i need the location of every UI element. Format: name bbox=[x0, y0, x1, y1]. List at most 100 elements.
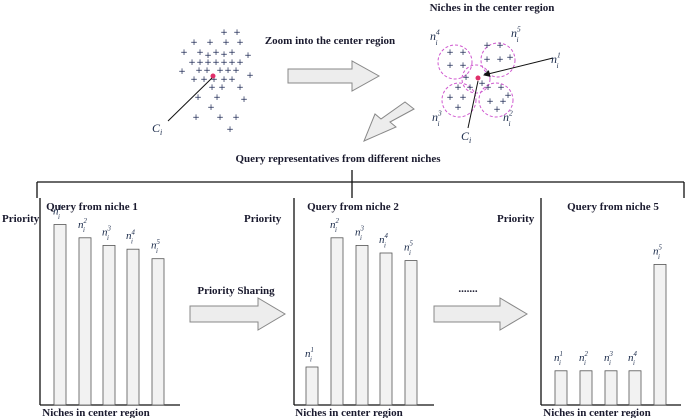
bracket bbox=[36, 170, 685, 198]
data-point: + bbox=[190, 38, 198, 48]
data-point: + bbox=[462, 73, 470, 83]
data-point: + bbox=[496, 55, 504, 65]
bar bbox=[355, 244, 369, 406]
continuation-arrow bbox=[433, 297, 528, 331]
center-point-right bbox=[475, 75, 481, 81]
bar bbox=[653, 263, 667, 406]
data-point: + bbox=[194, 93, 202, 103]
data-point: + bbox=[496, 41, 504, 51]
data-point: + bbox=[233, 28, 241, 38]
data-point: + bbox=[220, 28, 228, 38]
chart-title: Query from niche 5 bbox=[567, 201, 659, 213]
data-point: + bbox=[178, 67, 186, 77]
data-point: + bbox=[192, 113, 200, 123]
x-axis-label: Niches in center region bbox=[42, 407, 149, 418]
data-point: + bbox=[454, 103, 462, 113]
bar bbox=[53, 224, 67, 406]
data-point: + bbox=[188, 58, 196, 68]
ci-pointer-line bbox=[167, 77, 213, 122]
niche-circle-1 bbox=[461, 64, 491, 94]
data-point: + bbox=[478, 79, 486, 89]
chart-title: Query from niche 1 bbox=[46, 201, 138, 213]
data-point: + bbox=[483, 55, 491, 65]
data-point: + bbox=[180, 48, 188, 58]
bar bbox=[330, 237, 344, 406]
bar bbox=[78, 237, 92, 406]
data-point: + bbox=[208, 83, 216, 93]
data-point: + bbox=[204, 51, 212, 61]
data-point: + bbox=[207, 103, 215, 113]
ci-label-left: Ci bbox=[152, 121, 162, 137]
data-point: + bbox=[483, 41, 491, 51]
query-label: Query representatives from different nic… bbox=[235, 153, 441, 165]
data-point: + bbox=[218, 83, 226, 93]
data-point: + bbox=[446, 93, 454, 103]
y-axis-label: Priority bbox=[497, 213, 535, 225]
bar bbox=[126, 248, 140, 406]
data-point: + bbox=[220, 75, 228, 85]
niche-circles bbox=[437, 42, 516, 118]
query-arrow bbox=[363, 101, 415, 142]
data-point: + bbox=[204, 58, 212, 68]
niche-circle-5 bbox=[480, 42, 516, 78]
data-point: + bbox=[232, 113, 240, 123]
bar bbox=[604, 370, 618, 406]
data-point: + bbox=[466, 83, 474, 93]
data-point: + bbox=[228, 58, 236, 68]
x-axis-label: Niches in center region bbox=[295, 407, 402, 418]
y-axis-label: Priority bbox=[244, 213, 282, 225]
data-point: + bbox=[236, 58, 244, 68]
bar bbox=[379, 252, 393, 406]
data-point: + bbox=[220, 58, 228, 68]
data-point: + bbox=[459, 61, 467, 71]
bar bbox=[404, 260, 418, 406]
data-point: + bbox=[493, 105, 501, 115]
data-point: + bbox=[220, 50, 228, 60]
data-point: + bbox=[216, 66, 224, 76]
data-point: + bbox=[506, 53, 514, 63]
bar bbox=[628, 370, 642, 406]
niche-circle-4 bbox=[437, 44, 473, 80]
niche-points: +++++++++++++++++++++++ bbox=[446, 41, 514, 115]
bar bbox=[579, 370, 593, 406]
data-point: + bbox=[446, 61, 454, 71]
data-point: + bbox=[446, 48, 454, 58]
data-point: + bbox=[240, 95, 248, 105]
data-point: + bbox=[228, 75, 236, 85]
center-region-cluster: ++++++++++++++++++++++++++++++++++++++++… bbox=[178, 28, 254, 135]
data-point: + bbox=[459, 93, 467, 103]
n1-pointer-line bbox=[483, 57, 554, 77]
center-point bbox=[210, 73, 216, 79]
bar bbox=[305, 366, 319, 406]
y-axis-label: Priority bbox=[2, 213, 40, 225]
data-point: + bbox=[484, 83, 492, 93]
data-point: + bbox=[195, 66, 203, 76]
bar bbox=[102, 244, 116, 406]
data-point: + bbox=[210, 75, 218, 85]
zoom-arrow bbox=[287, 60, 381, 92]
priority-sharing-label: Priority Sharing bbox=[197, 285, 275, 297]
data-point: + bbox=[504, 91, 512, 101]
data-point: + bbox=[212, 58, 220, 68]
data-point: + bbox=[499, 97, 507, 107]
data-point: + bbox=[454, 83, 462, 93]
data-point: + bbox=[203, 66, 211, 76]
